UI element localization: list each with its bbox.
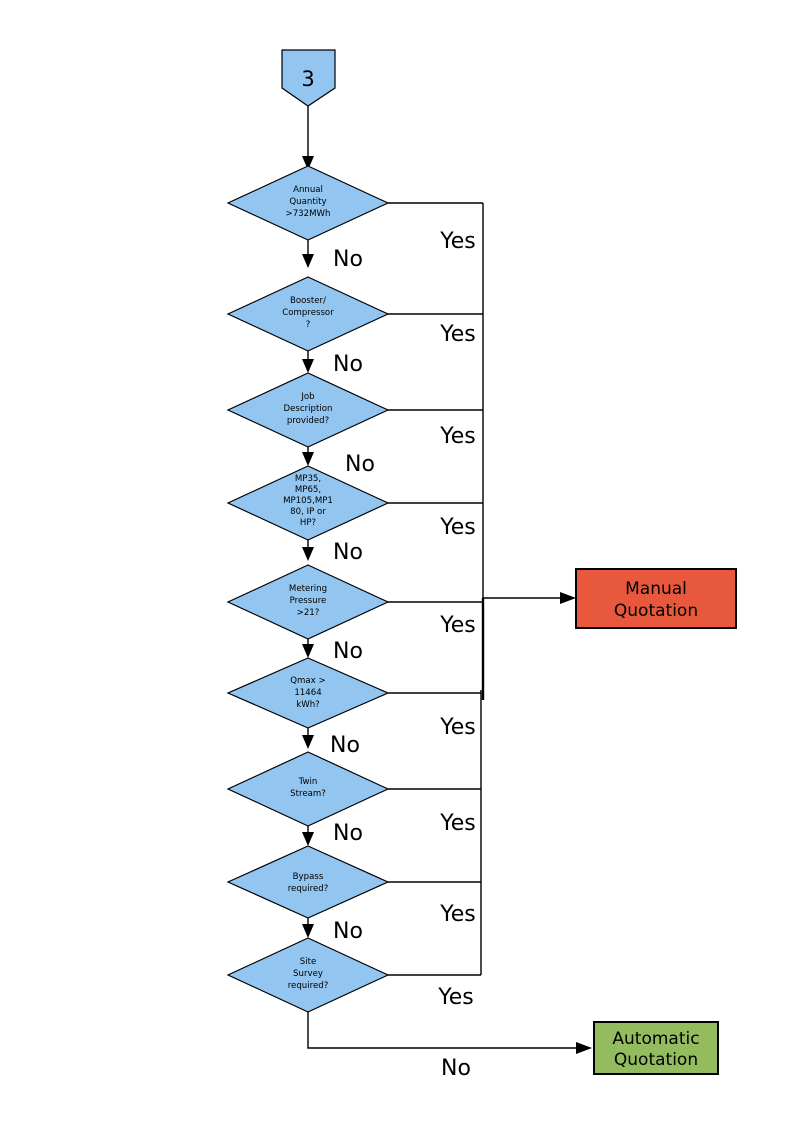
- manual-quotation-line-2: Quotation: [614, 601, 698, 621]
- no-label-5: No: [333, 639, 363, 664]
- terminal-manual-quotation[interactable]: Manual Quotation: [575, 568, 737, 629]
- no-label-7: No: [333, 821, 363, 846]
- branch-no-twin-stream: No: [302, 821, 363, 846]
- decision-line-1: Site: [300, 957, 317, 967]
- decision-line-2: Compressor: [282, 308, 334, 318]
- branch-yes-qmax: Yes: [388, 692, 481, 740]
- terminal-automatic-quotation[interactable]: Automatic Quotation: [593, 1021, 719, 1075]
- decision-line-1: Twin: [298, 777, 318, 787]
- manual-quotation-box: [575, 568, 737, 629]
- decision-booster-compressor[interactable]: Booster/ Compressor ?: [226, 276, 390, 352]
- decision-line-1: Job: [300, 392, 314, 402]
- decision-line-3: >732MWh: [286, 209, 331, 219]
- decision-line-5: HP?: [300, 518, 316, 528]
- no-label-8: No: [333, 919, 363, 944]
- decision-line-2: Survey: [293, 969, 323, 979]
- yes-label-4: Yes: [439, 515, 476, 540]
- decision-metering-pressure[interactable]: Metering Pressure >21?: [226, 564, 390, 640]
- automatic-quotation-line-1: Automatic: [612, 1029, 699, 1049]
- decision-line-2: Pressure: [290, 596, 327, 606]
- no-label-4: No: [333, 540, 363, 565]
- no-label-9: No: [441, 1056, 471, 1081]
- decision-site-survey[interactable]: Site Survey required?: [226, 937, 390, 1013]
- yes-label-7: Yes: [439, 811, 476, 836]
- branch-no-metering-pressure: No: [302, 639, 363, 664]
- decision-bypass-required[interactable]: Bypass required?: [226, 845, 390, 919]
- conn-yes-to-manual-quotation: [483, 592, 576, 604]
- entry-connector-3[interactable]: 3: [281, 49, 336, 107]
- yes-label-5: Yes: [439, 613, 476, 638]
- branch-no-job-description: No: [302, 447, 375, 477]
- decision-line-2: 11464: [294, 688, 321, 698]
- no-label-2: No: [333, 352, 363, 377]
- decision-line-1: MP35,: [295, 474, 321, 484]
- decision-twin-stream[interactable]: Twin Stream?: [226, 751, 390, 827]
- decision-qmax[interactable]: Qmax > 11464 kWh?: [226, 657, 390, 729]
- decision-line-3: >21?: [297, 608, 320, 618]
- yes-label-3: Yes: [439, 424, 476, 449]
- decision-line-3: ?: [306, 320, 311, 330]
- automatic-quotation-line-2: Quotation: [614, 1050, 698, 1070]
- decision-line-1: Qmax >: [290, 676, 325, 686]
- decision-line-1: Metering: [289, 584, 327, 594]
- decision-job-description[interactable]: Job Description provided?: [226, 372, 390, 448]
- decision-line-1: Bypass: [293, 872, 324, 882]
- decision-line-3: required?: [288, 981, 329, 991]
- conn-entry-to-annual-quantity: [302, 106, 314, 170]
- no-label-6: No: [330, 733, 360, 758]
- no-label-1: No: [333, 247, 363, 272]
- entry-connector-label: 3: [301, 67, 314, 91]
- yes-collector-spine: [480, 203, 485, 975]
- decision-line-4: 80, IP or: [290, 507, 326, 517]
- decision-line-3: provided?: [287, 416, 329, 426]
- branch-no-annual-quantity: No: [302, 240, 363, 272]
- branch-yes-twin-stream: Yes: [388, 788, 481, 836]
- off-page-connector-shape: [281, 49, 336, 107]
- branch-no-bypass-required: No: [302, 918, 363, 944]
- branch-no-qmax: No: [302, 728, 360, 758]
- yes-label-8: Yes: [439, 902, 476, 927]
- yes-label-6: Yes: [439, 715, 476, 740]
- decision-annual-quantity[interactable]: Annual Quantity >732MWh: [226, 165, 390, 241]
- yes-label-9: Yes: [437, 985, 474, 1010]
- branch-yes-site-survey: Yes: [388, 974, 481, 1010]
- branch-yes-job-description: Yes: [388, 409, 483, 449]
- decision-line-2: required?: [288, 884, 329, 894]
- decision-line-3: MP105,MP1: [283, 496, 333, 506]
- branch-no-site-survey: No: [307, 1012, 592, 1081]
- branch-yes-metering-pressure: Yes: [388, 601, 483, 638]
- branch-no-booster-compressor: No: [302, 351, 363, 377]
- branch-yes-annual-quantity: Yes: [388, 202, 483, 254]
- decision-line-2: Stream?: [290, 789, 326, 799]
- decision-line-1: Annual: [293, 185, 323, 195]
- no-label-3: No: [345, 452, 375, 477]
- branch-yes-booster-compressor: Yes: [388, 313, 483, 347]
- yes-label-1: Yes: [439, 229, 476, 254]
- decision-line-1: Booster/: [290, 296, 326, 306]
- branch-no-mp-pressure-tier: No: [302, 540, 363, 565]
- yes-label-2: Yes: [439, 322, 476, 347]
- decision-mp-pressure-tier[interactable]: MP35, MP65, MP105,MP1 80, IP or HP?: [226, 465, 390, 541]
- branch-yes-mp-pressure-tier: Yes: [388, 502, 483, 540]
- manual-quotation-line-1: Manual: [625, 579, 687, 599]
- automatic-quotation-box: [593, 1021, 719, 1075]
- decision-line-3: kWh?: [296, 700, 319, 710]
- decision-line-2: MP65,: [295, 485, 321, 495]
- decision-shape: [226, 845, 390, 919]
- branch-yes-bypass-required: Yes: [388, 881, 481, 927]
- decision-line-2: Description: [284, 404, 333, 414]
- decision-line-2: Quantity: [289, 197, 326, 207]
